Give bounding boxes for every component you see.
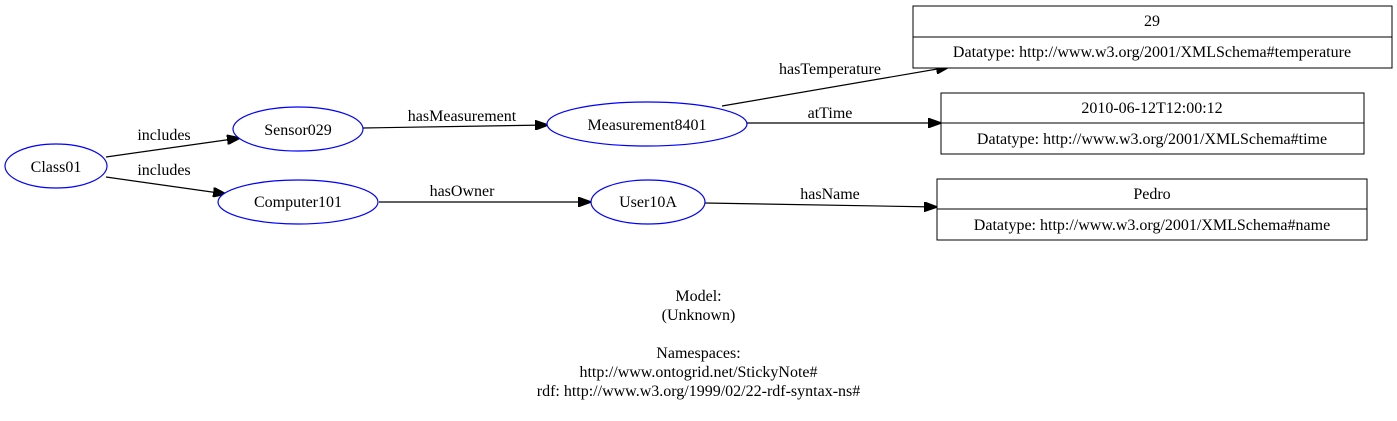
edge-label-includes-sensor: includes [137, 127, 190, 144]
model-value: (Unknown) [661, 307, 736, 324]
node-label-user10a: User10A [619, 194, 677, 211]
node-class01[interactable]: Class01 [4, 143, 108, 189]
model-label: Model: [675, 288, 722, 305]
node-label-class01: Class01 [31, 159, 82, 176]
graph-caption: Model: (Unknown) Namespaces: http://www.… [0, 287, 1397, 401]
edge-label-hasowner: hasOwner [430, 183, 496, 200]
namespace-ontogrid: http://www.ontogrid.net/StickyNote# [579, 364, 818, 381]
caption-spacer [0, 325, 1397, 344]
literal-temperature-datatype: Datatype: http://www.w3.org/2001/XMLSche… [953, 44, 1351, 61]
literal-time[interactable]: 2010-06-12T12:00:12 Datatype: http://www… [940, 92, 1365, 155]
edge-hastemperature: hasTemperature [721, 61, 949, 107]
edge-includes-computer: includes [105, 162, 226, 194]
literal-name-value: Pedro [1133, 186, 1170, 203]
literal-temperature-value: 29 [1144, 13, 1160, 30]
edge-label-hasname: hasName [800, 186, 860, 203]
literal-name-datatype: Datatype: http://www.w3.org/2001/XMLSche… [974, 217, 1330, 234]
node-measurement8401[interactable]: Measurement8401 [546, 101, 748, 147]
edge-hasmeasurement: hasMeasurement [362, 108, 548, 128]
edge-hasname: hasName [704, 186, 937, 207]
node-label-computer101: Computer101 [254, 194, 342, 211]
edge-label-hastemperature: hasTemperature [779, 61, 881, 78]
literal-name[interactable]: Pedro Datatype: http://www.w3.org/2001/X… [936, 178, 1368, 241]
node-label-measurement8401: Measurement8401 [587, 117, 706, 134]
node-computer101[interactable]: Computer101 [217, 179, 379, 225]
literal-temperature[interactable]: 29 Datatype: http://www.w3.org/2001/XMLS… [912, 5, 1393, 69]
edge-attime: atTime [747, 105, 941, 123]
edge-label-includes-computer: includes [137, 162, 190, 179]
edge-hasowner: hasOwner [379, 183, 591, 202]
namespaces-label: Namespaces: [656, 345, 741, 362]
edge-includes-sensor: includes [105, 127, 240, 158]
literal-time-datatype: Datatype: http://www.w3.org/2001/XMLSche… [977, 131, 1327, 148]
namespace-rdf: rdf: http://www.w3.org/1999/02/22-rdf-sy… [536, 383, 861, 400]
node-label-sensor029: Sensor029 [264, 122, 332, 139]
literal-time-value: 2010-06-12T12:00:12 [1081, 100, 1222, 117]
node-user10a[interactable]: User10A [590, 179, 706, 225]
edge-label-hasmeasurement: hasMeasurement [408, 108, 517, 125]
edge-label-attime: atTime [808, 105, 853, 122]
node-sensor029[interactable]: Sensor029 [232, 106, 364, 152]
